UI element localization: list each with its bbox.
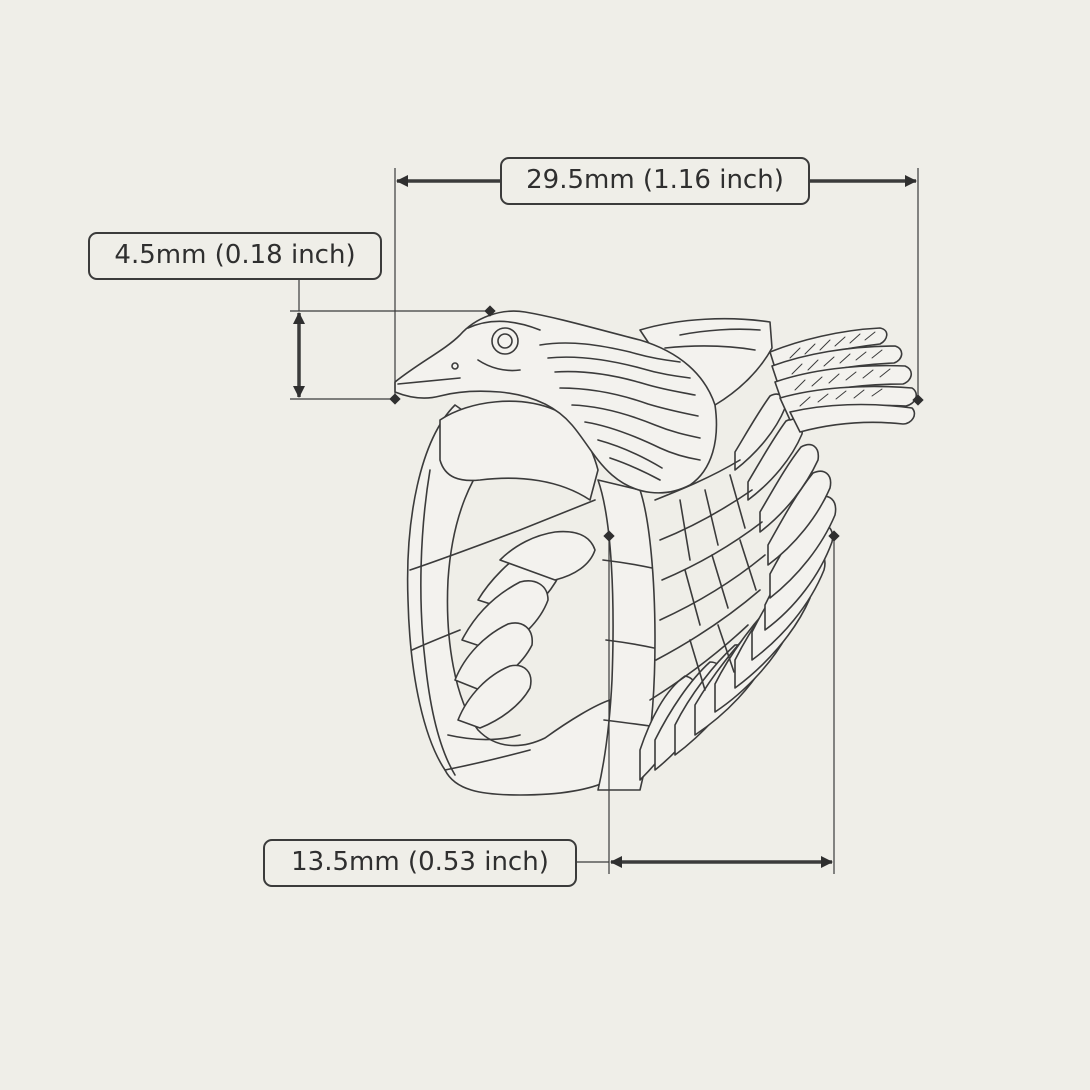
- tail-feathers: [769, 327, 918, 433]
- ring-shell: [439, 400, 599, 501]
- reference-points: [389, 305, 924, 542]
- overall-width-label: 29.5mm (1.16 inch): [500, 157, 810, 205]
- point-band-right: [828, 530, 840, 542]
- ring-band-inner-edge: [420, 469, 456, 776]
- point-beak-tip: [389, 393, 401, 405]
- inner-feathers: [454, 530, 596, 729]
- point-band-left: [603, 530, 615, 542]
- ring-band-front: [597, 479, 656, 791]
- point-head-top: [484, 305, 496, 317]
- bird-head: [394, 310, 718, 494]
- head-height-label: 4.5mm (0.18 inch): [88, 232, 382, 280]
- band-width-label: 13.5mm (0.53 inch): [263, 839, 577, 887]
- bird-ring-icon: [394, 310, 918, 796]
- head-feather-lines: [539, 342, 701, 481]
- wing-inner-rows: [649, 459, 766, 701]
- right-wing-feathers: [639, 393, 837, 781]
- point-tail-tip: [912, 394, 924, 406]
- bird-beak-line: [397, 377, 461, 385]
